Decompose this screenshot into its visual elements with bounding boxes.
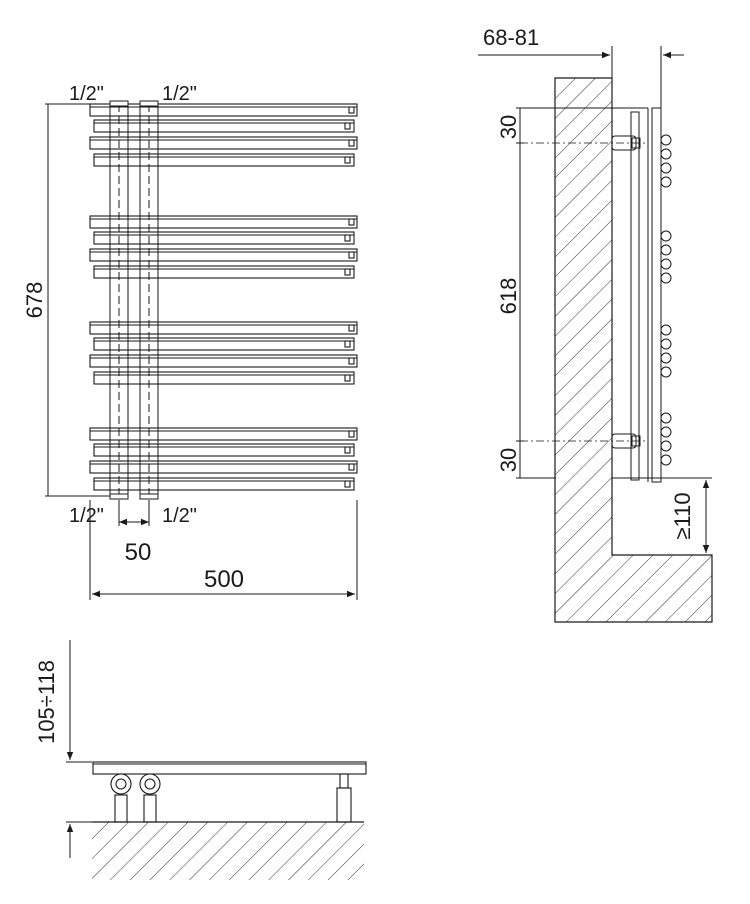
bar-end-circle bbox=[660, 230, 672, 242]
depth-dimension bbox=[66, 640, 92, 858]
radiator-bar bbox=[93, 477, 355, 491]
pipe-connector-top-left bbox=[109, 100, 129, 107]
radiator-bar bbox=[89, 103, 358, 117]
radiator-bar-cap bbox=[344, 122, 351, 130]
radiator-bar-cap bbox=[348, 218, 355, 226]
radiator-bar-cap bbox=[344, 480, 351, 488]
support-leg bbox=[336, 773, 352, 823]
pipe-top-right-label: 1/2" bbox=[162, 83, 197, 105]
pipe-connector-top-right bbox=[139, 100, 159, 107]
radiator-bar-cap bbox=[348, 430, 355, 438]
pipe-spacing-dimension bbox=[118, 500, 150, 526]
pipe-connector-bottom-right bbox=[139, 493, 159, 500]
valve-left bbox=[110, 773, 132, 823]
bar-end-circle bbox=[660, 352, 672, 364]
depth-range-label: 105÷118 bbox=[34, 660, 59, 744]
bar-end-circle bbox=[660, 134, 672, 146]
radiator-bar bbox=[93, 371, 355, 385]
radiator-bar bbox=[89, 248, 358, 262]
radiator-bar-cap bbox=[348, 139, 355, 147]
bar-end-circle bbox=[660, 244, 672, 256]
bar-ends bbox=[660, 134, 672, 466]
pipe-spacing-label: 50 bbox=[125, 539, 152, 566]
radiator-bar-cap bbox=[344, 234, 351, 242]
radiator-bar-cap bbox=[348, 106, 355, 114]
radiator-bar-cap bbox=[348, 463, 355, 471]
radiator-bar-cap bbox=[344, 340, 351, 348]
bar-end-circle bbox=[660, 272, 672, 284]
radiator-bar-cap bbox=[348, 357, 355, 365]
radiator-bar bbox=[93, 265, 355, 279]
radiator-bar bbox=[89, 427, 358, 441]
radiator-bar bbox=[89, 354, 358, 368]
radiator-side-profile bbox=[630, 107, 662, 483]
bar-end-circle bbox=[660, 176, 672, 188]
bar-end-circle bbox=[660, 258, 672, 270]
bar-end-circle bbox=[660, 162, 672, 174]
valve-right bbox=[139, 773, 161, 823]
radiator-bar-cap bbox=[348, 324, 355, 332]
bar-end-circle bbox=[660, 412, 672, 424]
bar-end-circle bbox=[660, 324, 672, 336]
radiator-bar bbox=[89, 136, 358, 150]
width-label: 500 bbox=[204, 566, 244, 593]
radiator-top-view bbox=[92, 761, 367, 775]
pipe-top-left-label: 1/2" bbox=[69, 83, 104, 105]
floor-clearance-label: ≥110 bbox=[670, 492, 695, 539]
radiator-bar bbox=[89, 215, 358, 229]
top-offset-dimension bbox=[516, 107, 648, 479]
wall-distance-dimension bbox=[478, 46, 684, 108]
top-offset-label: 30 bbox=[496, 115, 521, 139]
height-dimension bbox=[45, 103, 110, 497]
wall-distance-label: 68-81 bbox=[483, 25, 539, 50]
radiator-bar-cap bbox=[344, 374, 351, 382]
radiator-bars bbox=[89, 103, 358, 491]
pipe-bottom-right-label: 1/2" bbox=[162, 505, 197, 527]
side-view: 30 618 30 68-81 ≥110 bbox=[478, 25, 713, 623]
vertical-collector-pipes bbox=[109, 103, 159, 497]
plan-view: 105÷118 bbox=[34, 640, 367, 880]
radiator-bar bbox=[89, 321, 358, 335]
radiator-bar bbox=[93, 337, 355, 351]
radiator-bar-cap bbox=[348, 251, 355, 259]
pipe-connector-bottom-left bbox=[109, 493, 129, 500]
bar-end-circle bbox=[660, 440, 672, 452]
width-dimension bbox=[89, 500, 358, 600]
radiator-bar-cap bbox=[344, 446, 351, 454]
pipe-bottom-left-label: 1/2" bbox=[69, 505, 104, 527]
radiator-bar bbox=[93, 231, 355, 245]
bar-end-circle bbox=[660, 148, 672, 160]
radiator-bar bbox=[89, 460, 358, 474]
radiator-bar-cap bbox=[344, 156, 351, 164]
radiator-bar bbox=[93, 153, 355, 167]
bottom-offset-label: 30 bbox=[496, 448, 521, 472]
radiator-bar bbox=[93, 119, 355, 133]
height-label: 678 bbox=[22, 282, 47, 319]
front-view: 1/2" 1/2" 1/2" 1/2" 678 50 500 bbox=[22, 83, 358, 600]
radiator-bar bbox=[93, 443, 355, 457]
bar-end-circle bbox=[660, 426, 672, 438]
bar-end-circle bbox=[660, 454, 672, 466]
bracket-spacing-label: 618 bbox=[496, 278, 521, 315]
bar-end-circle bbox=[660, 366, 672, 378]
radiator-bar-cap bbox=[344, 268, 351, 276]
floor-section bbox=[92, 822, 364, 880]
bar-end-circle bbox=[660, 338, 672, 350]
